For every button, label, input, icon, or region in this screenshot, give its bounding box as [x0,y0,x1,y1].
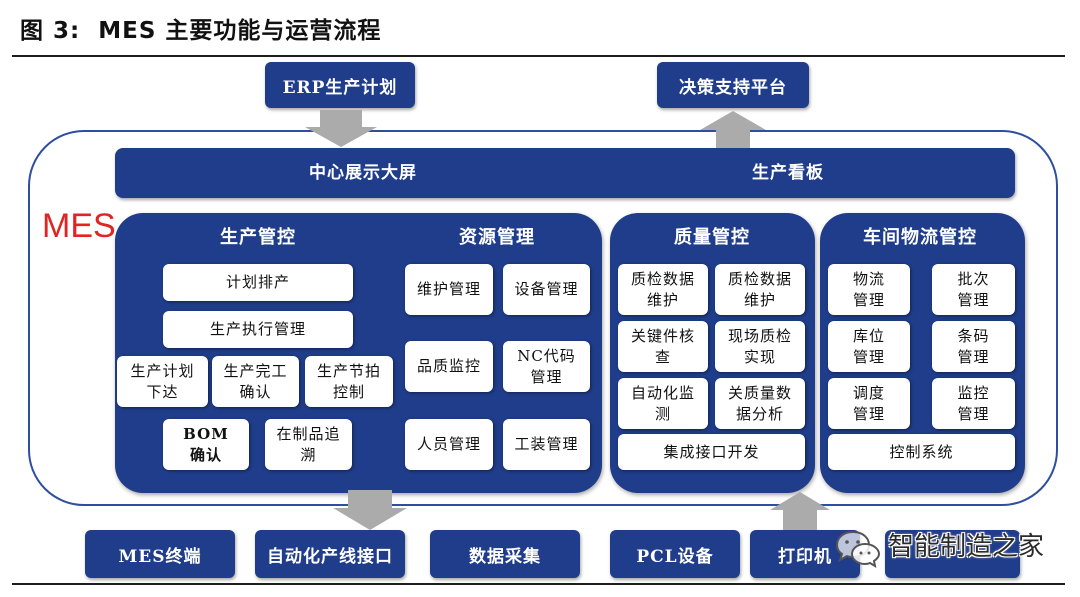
quality-control-header: 质量管控 [674,227,750,248]
center-screen-label: 中心展示大屏 [309,163,417,183]
logistics-control-header: 车间物流管控 [863,227,977,248]
device-box-mes-terminal: MES终端 [85,530,235,578]
production-control-header: 生产管控 [220,227,296,248]
device-box-obscured [885,530,1020,578]
production-item: 生产节拍 控制 [305,356,393,407]
quality-item: 质检数据 维护 [618,264,708,315]
mes-label: MES [42,207,116,245]
resource-item: 人员管理 [405,419,493,470]
logistics-item: 监控 管理 [932,378,1015,429]
device-box-pcl: PCL设备 [610,530,740,578]
logistics-item: 批次 管理 [932,264,1015,315]
logistics-item: 条码 管理 [932,321,1015,372]
quality-item: 关键件核 查 [618,321,708,372]
production-item: 计划排产 [163,264,353,301]
watermark-text: 智能制造之家 [888,532,1045,562]
logistics-footer: 控制系统 [828,434,1015,470]
wechat-icon [835,528,881,569]
quality-footer: 集成接口开发 [618,434,805,470]
quality-item: 自动化监 测 [618,378,708,429]
production-item: 生产执行管理 [163,311,353,348]
logistics-item: 调度 管理 [828,378,910,429]
decision-support-box: 决策支持平台 [657,62,809,108]
production-item: 生产完工 确认 [212,356,299,407]
figure-title: 图 3: MES 主要功能与运营流程 [20,18,382,44]
resource-item: 品质监控 [405,341,493,392]
production-board-label: 生产看板 [752,163,824,183]
device-box-data-collection: 数据采集 [430,530,580,578]
logistics-item: 库位 管理 [828,321,910,372]
resource-management-header: 资源管理 [459,227,535,248]
display-banner: 中心展示大屏 生产看板 [115,148,1015,198]
resource-item: 工装管理 [503,419,590,470]
bottom-divider [12,583,1065,585]
resource-item: 维护管理 [405,264,493,315]
production-item: BOM 确认 [163,419,249,470]
production-item: 生产计划 下达 [117,356,208,407]
logistics-item: 物流 管理 [828,264,910,315]
erp-box: ERP生产计划 [265,62,415,108]
resource-item: 设备管理 [503,264,590,315]
quality-item: 现场质检 实现 [715,321,805,372]
resource-item: NC代码 管理 [503,341,590,392]
title-divider [12,55,1065,57]
device-box-line-interface: 自动化产线接口 [255,530,405,578]
quality-item: 关质量数 据分析 [715,378,805,429]
quality-item: 质检数据 维护 [715,264,805,315]
production-item: 在制品追 溯 [265,419,352,470]
